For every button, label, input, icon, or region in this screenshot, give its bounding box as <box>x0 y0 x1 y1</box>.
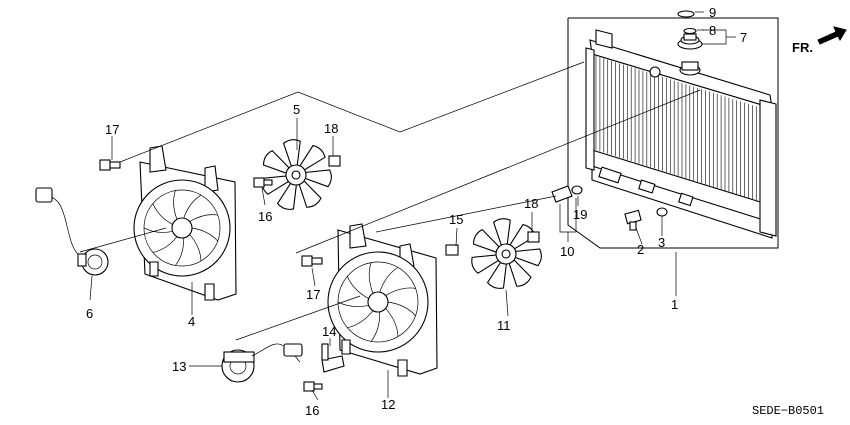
front-direction-arrow: FR. <box>792 26 847 55</box>
label-part-17-upper: 17 <box>105 122 119 137</box>
label-part-15: 15 <box>449 212 463 227</box>
label-part-18-lower: 18 <box>524 196 538 211</box>
label-part-3: 3 <box>658 235 665 250</box>
fan-shroud-left <box>133 145 237 301</box>
radiator <box>585 29 777 239</box>
label-part-6: 6 <box>86 306 93 321</box>
fan-blade-lower <box>471 218 542 289</box>
fan-motor-lower <box>221 343 303 383</box>
label-part-16-lower: 16 <box>305 403 319 418</box>
label-part-12: 12 <box>381 397 395 412</box>
label-part-7: 7 <box>740 30 747 45</box>
label-part-11: 11 <box>497 318 511 333</box>
fan-motor-left <box>35 187 109 276</box>
fan-blade-upper <box>261 139 332 210</box>
fan-shroud-right <box>327 223 438 377</box>
assembly-lines <box>79 11 736 401</box>
label-part-4: 4 <box>188 314 195 329</box>
radiator-cap-parts <box>677 10 703 50</box>
front-label: FR. <box>792 40 813 55</box>
label-part-9: 9 <box>709 5 716 20</box>
diagram-code: SEDE−B0501 <box>752 404 824 418</box>
label-part-16-upper: 16 <box>258 209 272 224</box>
label-part-10: 10 <box>560 244 574 259</box>
fasteners <box>99 155 540 392</box>
label-part-13: 13 <box>172 359 186 374</box>
label-part-5: 5 <box>293 102 300 117</box>
label-part-14: 14 <box>322 324 336 339</box>
label-part-19: 19 <box>573 207 587 222</box>
label-part-8: 8 <box>709 23 716 38</box>
label-part-2: 2 <box>637 242 644 257</box>
label-part-18-upper: 18 <box>324 121 338 136</box>
drain-plug <box>624 207 668 231</box>
label-part-1: 1 <box>671 297 678 312</box>
temperature-switch <box>551 185 583 203</box>
part-number-labels: 9 8 7 17 5 18 16 15 18 19 10 2 3 17 6 4 … <box>86 5 747 418</box>
label-part-17-lower: 17 <box>306 287 320 302</box>
